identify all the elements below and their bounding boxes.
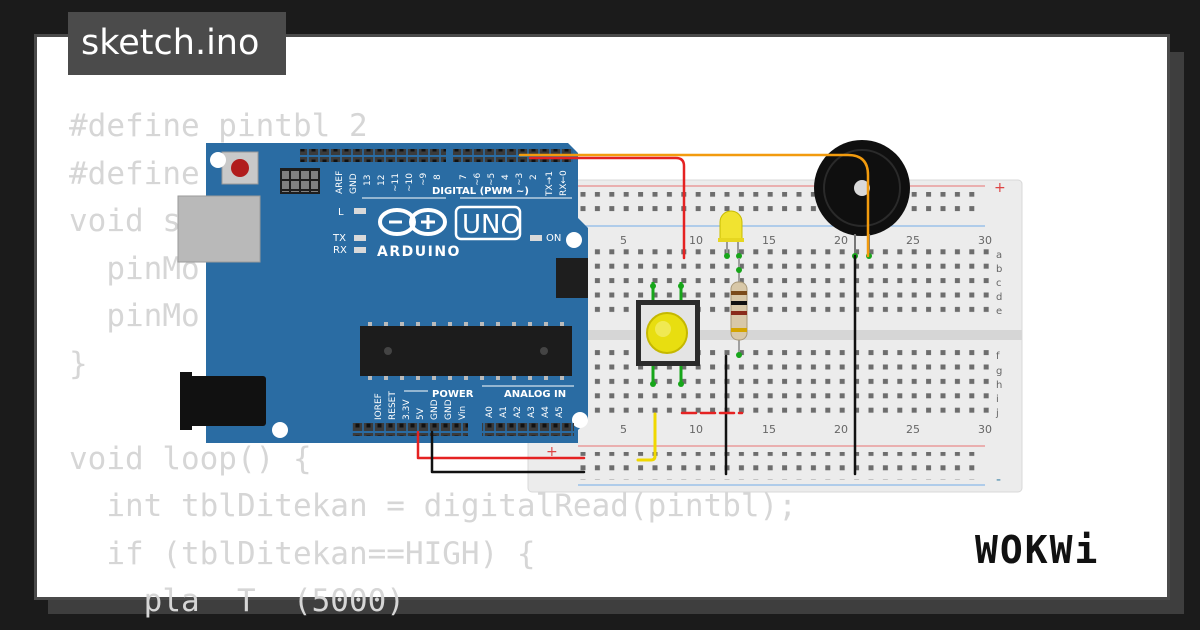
wire-red-5v <box>416 430 586 460</box>
label-pin5: ~5 <box>487 173 497 186</box>
label-rx-pin: RX←0 <box>559 170 569 196</box>
atmega-chip <box>360 326 572 376</box>
code-preview: #define pintbl 2 #define void s pinMo pi… <box>69 108 797 619</box>
bb-row-b: b <box>996 264 1002 275</box>
label-pin4: 4 <box>501 174 511 180</box>
reset-button[interactable] <box>231 159 249 177</box>
mount-hole <box>210 152 226 168</box>
label-vin: Vin <box>458 406 468 420</box>
label-pin9: ~9 <box>419 172 429 186</box>
label-pin2: 2 <box>529 174 539 180</box>
label-ioref: IOREF <box>374 393 384 420</box>
bb-row-a: a <box>996 250 1002 261</box>
label-a3: A3 <box>527 406 537 418</box>
piezo-buzzer[interactable] <box>814 140 910 259</box>
label-led-on: ON <box>546 233 561 244</box>
wire-yellow <box>636 412 657 462</box>
label-a4: A4 <box>541 406 551 418</box>
label-arduino: ARDUINO <box>377 244 461 260</box>
label-uno: UNO <box>462 210 521 240</box>
resistor[interactable] <box>730 258 748 358</box>
label-5v: 5V <box>416 407 426 420</box>
label-reset: RESET <box>388 391 398 420</box>
bb-row-h: h <box>996 380 1002 391</box>
bb-col-5-bottom: 5 <box>620 423 627 436</box>
label-led-rx: RX <box>333 245 347 256</box>
label-pin11: ~11 <box>391 173 401 192</box>
bb-plus-bottom: + <box>546 444 558 460</box>
label-pin10: ~10 <box>405 173 415 192</box>
bb-row-f: f <box>996 351 1000 362</box>
led-tx <box>354 235 366 241</box>
led-rx <box>354 247 366 253</box>
wire-red-signal <box>528 156 686 260</box>
label-a5: A5 <box>555 406 565 418</box>
arduino-logo-icon <box>378 208 447 236</box>
mount-hole <box>566 232 582 248</box>
bb-col-20-bottom: 20 <box>834 423 848 436</box>
wire-black-gnd <box>430 430 586 474</box>
led-on <box>530 235 542 241</box>
label-3v3: 3.3V <box>402 399 412 420</box>
label-pin12: 12 <box>377 175 387 186</box>
bb-col-10-bottom: 10 <box>689 423 703 436</box>
bb-col-20-top: 20 <box>834 234 848 247</box>
bb-col-10-top: 10 <box>689 234 703 247</box>
label-pin7: 7 <box>459 174 469 180</box>
label-led-l: L <box>338 207 344 218</box>
label-aref: AREF <box>335 171 345 194</box>
label-gnd-1: GND <box>430 399 440 420</box>
pushbutton[interactable] <box>636 282 700 387</box>
bb-minus-bottom: - <box>996 472 1001 488</box>
bb-plus-top: + <box>994 180 1006 196</box>
bb-col-15-top: 15 <box>762 234 776 247</box>
label-pin8: 8 <box>433 174 443 180</box>
digital-header-high <box>300 149 446 162</box>
bb-row-d: d <box>996 292 1002 303</box>
analog-header <box>482 423 574 436</box>
label-a1: A1 <box>499 406 509 418</box>
mount-hole <box>272 422 288 438</box>
bb-row-g: g <box>996 366 1002 377</box>
label-led-tx: TX <box>332 233 346 244</box>
wokwi-logo: WOKWi <box>975 528 1100 572</box>
label-pin3: ~3 <box>515 173 525 186</box>
file-tab[interactable]: sketch.ino <box>68 12 286 75</box>
wire-orange <box>518 153 870 258</box>
bb-col-25-bottom: 25 <box>906 423 920 436</box>
bb-row-i: i <box>996 394 999 405</box>
bb-row-e: e <box>996 306 1002 317</box>
label-power: POWER <box>432 389 474 400</box>
bb-col-15-bottom: 15 <box>762 423 776 436</box>
bb-col-30-bottom: 30 <box>978 423 992 436</box>
label-analog: ANALOG IN <box>504 389 566 400</box>
label-gnd-2: GND <box>444 399 454 420</box>
arduino-uno[interactable]: AREF GND 13 12 ~11 ~10 ~9 8 7 ~6 ~5 4 ~3… <box>177 143 588 443</box>
led-l <box>354 208 366 214</box>
power-header <box>352 423 468 436</box>
bb-col-30-top: 30 <box>978 234 992 247</box>
bb-col-25-top: 25 <box>906 234 920 247</box>
label-gnd-top: GND <box>349 173 359 194</box>
bb-col-5-top: 5 <box>620 234 627 247</box>
label-digital: DIGITAL (PWM ~) <box>432 186 529 197</box>
mount-hole <box>572 412 588 428</box>
breadboard: 5 10 15 20 25 30 5 10 15 20 25 30 a b c … <box>527 179 1023 493</box>
label-tx-pin: TX→1 <box>545 171 555 197</box>
label-pin6: ~6 <box>473 172 483 186</box>
label-a0: A0 <box>485 406 495 418</box>
led-yellow[interactable] <box>718 210 744 259</box>
bb-row-c: c <box>996 278 1002 289</box>
label-a2: A2 <box>513 406 523 418</box>
label-pin13: 13 <box>363 175 373 186</box>
bb-row-j: j <box>995 408 999 419</box>
